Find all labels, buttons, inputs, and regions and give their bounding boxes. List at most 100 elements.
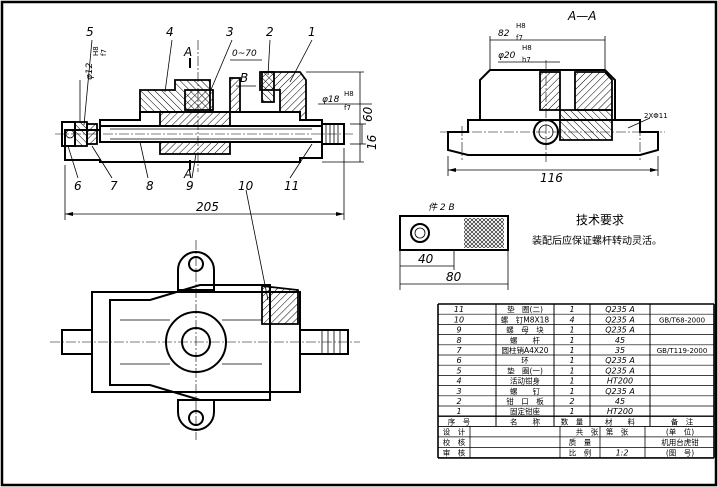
bom-cell: 4	[456, 377, 461, 386]
bom-cell: 9	[456, 326, 461, 335]
bom-cell: (图 号)	[666, 448, 694, 457]
bom-cell: 3	[456, 387, 461, 396]
part2-label: 件 2 B	[428, 202, 455, 213]
bom-cell: 1	[569, 305, 574, 314]
bom-cell: 2	[569, 397, 574, 406]
top-view	[50, 240, 360, 440]
dim-82-fit-bot: f7	[516, 34, 523, 42]
bom-cell: 螺 钉	[510, 386, 540, 396]
leader-6: 6	[74, 179, 82, 193]
bom-cell: 1	[456, 407, 461, 416]
bom-cell: 螺 钉M8X18	[501, 314, 550, 324]
dim-phi12-fit-top: H8	[92, 46, 100, 56]
bom-cell: 共 张 第 张	[576, 426, 629, 436]
dim-0-70: 0~70	[232, 49, 257, 59]
bom-cell: Q235 A	[605, 356, 635, 365]
dim-82: 82	[498, 29, 510, 39]
bom-cell: 45	[615, 336, 625, 345]
bom-cell: 机用台虎钳	[661, 437, 699, 447]
leader-7: 7	[110, 179, 118, 193]
view-label-a-top: A	[183, 45, 192, 59]
bom-cell: 1	[569, 366, 574, 375]
leader-numbers: 1 2 3 4 5 6 7 8 9 10 11	[67, 25, 316, 301]
bom-cell: GB/T119-2000	[657, 347, 708, 355]
bom-cell: 备 注	[671, 416, 694, 426]
front-dimensions: 205 60 16 0~70 φ12 H8 f7 φ18 H8 f7	[64, 46, 379, 220]
bom-cell: 6	[456, 356, 461, 365]
leader-8: 8	[146, 179, 154, 193]
bom-cell: 1	[569, 326, 574, 335]
tech-requirements-note: 装配后应保证螺杆转动灵活。	[532, 234, 662, 247]
bom-cell: 垫 圈(一)	[507, 365, 543, 375]
leader-2: 2	[266, 25, 274, 39]
view-label-a-bottom: A	[183, 167, 192, 181]
bom-cell: 1	[569, 336, 574, 345]
bom-cell: 校 核	[443, 437, 466, 447]
bom-cell: 1	[569, 407, 574, 416]
dim-16: 16	[365, 134, 379, 150]
bom-cell: 质 量	[569, 437, 592, 447]
dim-82-fit-top: H8	[516, 22, 526, 30]
bom-cell: 比 例	[569, 447, 592, 457]
bom-cell: 1	[569, 346, 574, 355]
section-label: A—A	[567, 9, 596, 23]
dim-60: 60	[361, 106, 375, 122]
bom-cell: HT200	[607, 407, 633, 416]
dim-phi12: φ12	[85, 62, 95, 80]
leader-9: 9	[186, 179, 194, 193]
section-a-a: A—A 82 H8 f7 φ20 H8 h7 116 2XΦ	[440, 9, 668, 185]
part2-detail: 件 2 B 40 80	[399, 202, 509, 290]
bom-cell: 数 量	[561, 416, 584, 426]
dim-phi20-fit-bot: h7	[522, 56, 531, 64]
bom-cell: 螺 母 块	[506, 325, 544, 335]
front-view: A A B 1 2 3 4 5 6 7 8 9 10 11	[55, 25, 379, 301]
bom-cell: 1:2	[616, 448, 629, 457]
bom-cell: 设 计	[443, 426, 466, 436]
tech-requirements-title: 技术要求	[576, 213, 624, 227]
bom-cell: Q235 A	[605, 366, 635, 375]
bom-cell: 审 核	[443, 447, 466, 457]
bom-cell: 35	[615, 346, 625, 355]
leader-11: 11	[284, 179, 299, 193]
bom-cell: Q235 A	[605, 305, 635, 314]
leader-3: 3	[226, 25, 234, 39]
bom-cell: 环	[521, 356, 529, 365]
leader-5: 5	[86, 25, 94, 39]
dim-80: 80	[446, 270, 462, 284]
bom-cell: 7	[456, 346, 462, 355]
bom-cell: 1	[569, 377, 574, 386]
bom-cell: 圆柱销A4X20	[501, 345, 548, 355]
bom-cell: 4	[569, 315, 574, 324]
leader-4: 4	[166, 25, 174, 39]
dim-phi18: φ18	[322, 95, 340, 105]
bom-cell: 1	[569, 387, 574, 396]
bom-cell: 名 称	[510, 416, 540, 426]
bom-cell: 2	[456, 397, 461, 406]
bom-cell: Q235 A	[605, 315, 635, 324]
bom-cell: 活动钳身	[510, 376, 540, 386]
bom-cell: GB/T68-2000	[659, 316, 705, 324]
dim-phi20: φ20	[498, 51, 516, 61]
leader-1: 1	[308, 25, 316, 39]
bom-cell: 8	[456, 336, 461, 345]
dim-phi18-fit-top: H8	[344, 90, 354, 98]
dim-205: 205	[196, 200, 219, 214]
dim-40: 40	[418, 252, 434, 266]
bom-cell: 钳 口 板	[506, 396, 544, 406]
bom-cell: HT200	[607, 377, 633, 386]
bom-cell: 45	[615, 397, 625, 406]
bom-cell: Q235 A	[605, 387, 635, 396]
bom-cell: 垫 圈(二)	[507, 304, 543, 314]
dim-phi12-fit-bot: f7	[100, 49, 108, 56]
dim-phi20-fit-top: H8	[522, 44, 532, 52]
bom-cell: 固定钳座	[510, 406, 540, 416]
dim-116: 116	[540, 171, 563, 185]
bom-cell: (单 位)	[666, 426, 694, 436]
bom-cell: 5	[456, 366, 461, 375]
bom-cell: 11	[454, 305, 464, 314]
bom-cell: 10	[454, 315, 464, 324]
bom-cell: 序 号	[448, 416, 471, 426]
